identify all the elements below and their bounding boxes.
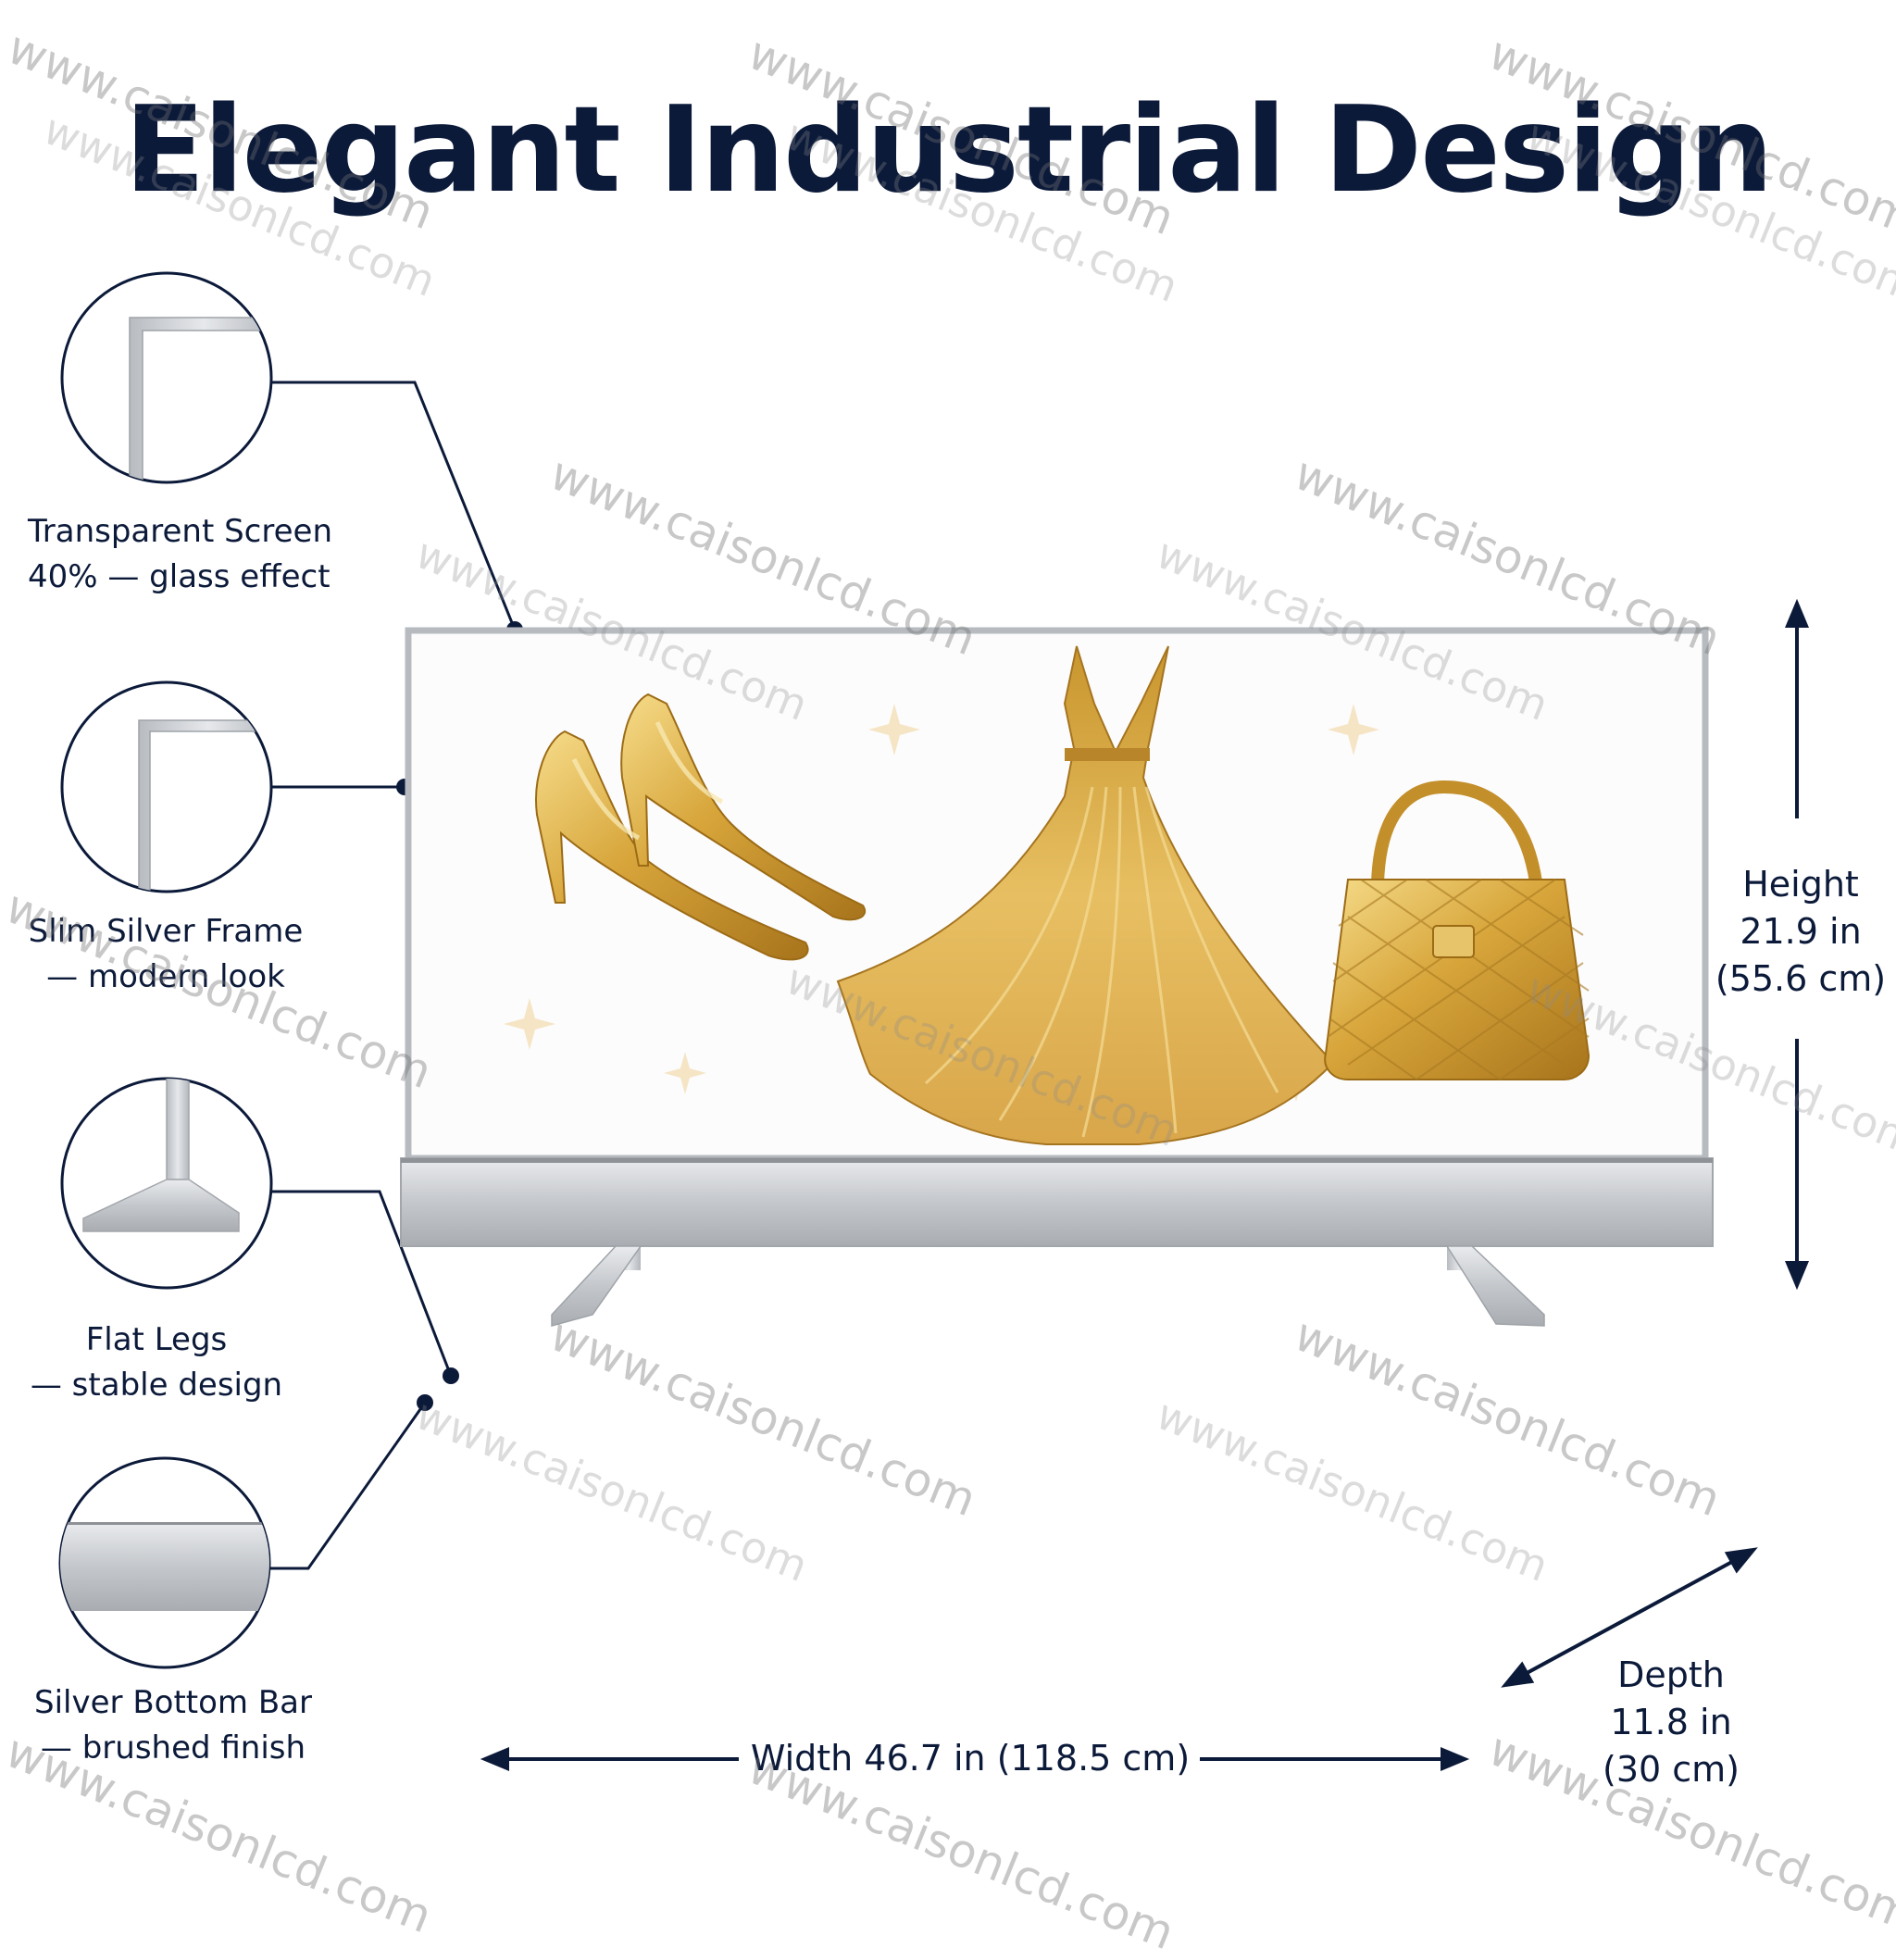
bottom-bar — [400, 1157, 1714, 1247]
diagram-graphics — [58, 271, 1809, 1771]
infographic: Elegant Industrial Design Transparent Sc… — [0, 20, 1896, 1960]
gold-gown-icon — [836, 645, 1335, 1145]
callout-circle-transparent-screen — [60, 271, 273, 484]
leader-lines — [269, 381, 517, 1570]
dimension-arrows — [480, 598, 1809, 1771]
leader-line-screen — [271, 381, 517, 630]
flat-leg-icon — [82, 1079, 240, 1232]
left-leg — [551, 1245, 642, 1327]
width-arrow — [480, 1747, 1470, 1771]
gold-high-heels-icon — [535, 693, 866, 961]
page-title: Elegant Industrial Design — [124, 81, 1774, 219]
leader-line-bar — [269, 1402, 427, 1570]
frame-corner-icon — [129, 317, 271, 482]
height-label: Height 21.9 in (55.6 cm) — [1715, 864, 1887, 999]
callout-label-bottom-bar: Silver Bottom Bar — brushed finish — [34, 1684, 312, 1766]
right-leg — [1445, 1245, 1545, 1327]
width-label: Width 46.7 in (118.5 cm) — [750, 1738, 1191, 1779]
frame-edge-icon — [138, 719, 271, 892]
brushed-bar-icon — [60, 1522, 269, 1611]
depth-arrow — [1501, 1547, 1758, 1688]
callout-label-transparent-screen: Transparent Screen 40% — glass effect — [28, 513, 332, 595]
gold-handbag-icon — [1324, 780, 1590, 1080]
transparent-display — [400, 627, 1714, 1327]
callout-circle-bottom-bar — [58, 1456, 271, 1669]
callout-label-silver-frame: Slim Silver Frame — modern look — [28, 913, 304, 995]
callout-label-flat-legs: Flat Legs — stable design — [30, 1321, 283, 1404]
depth-label: Depth 11.8 in (30 cm) — [1603, 1654, 1740, 1790]
height-arrow — [1785, 598, 1809, 1291]
leader-line-legs — [271, 1190, 453, 1377]
callout-circle-silver-frame — [60, 680, 273, 893]
callout-circle-flat-legs — [60, 1077, 273, 1290]
